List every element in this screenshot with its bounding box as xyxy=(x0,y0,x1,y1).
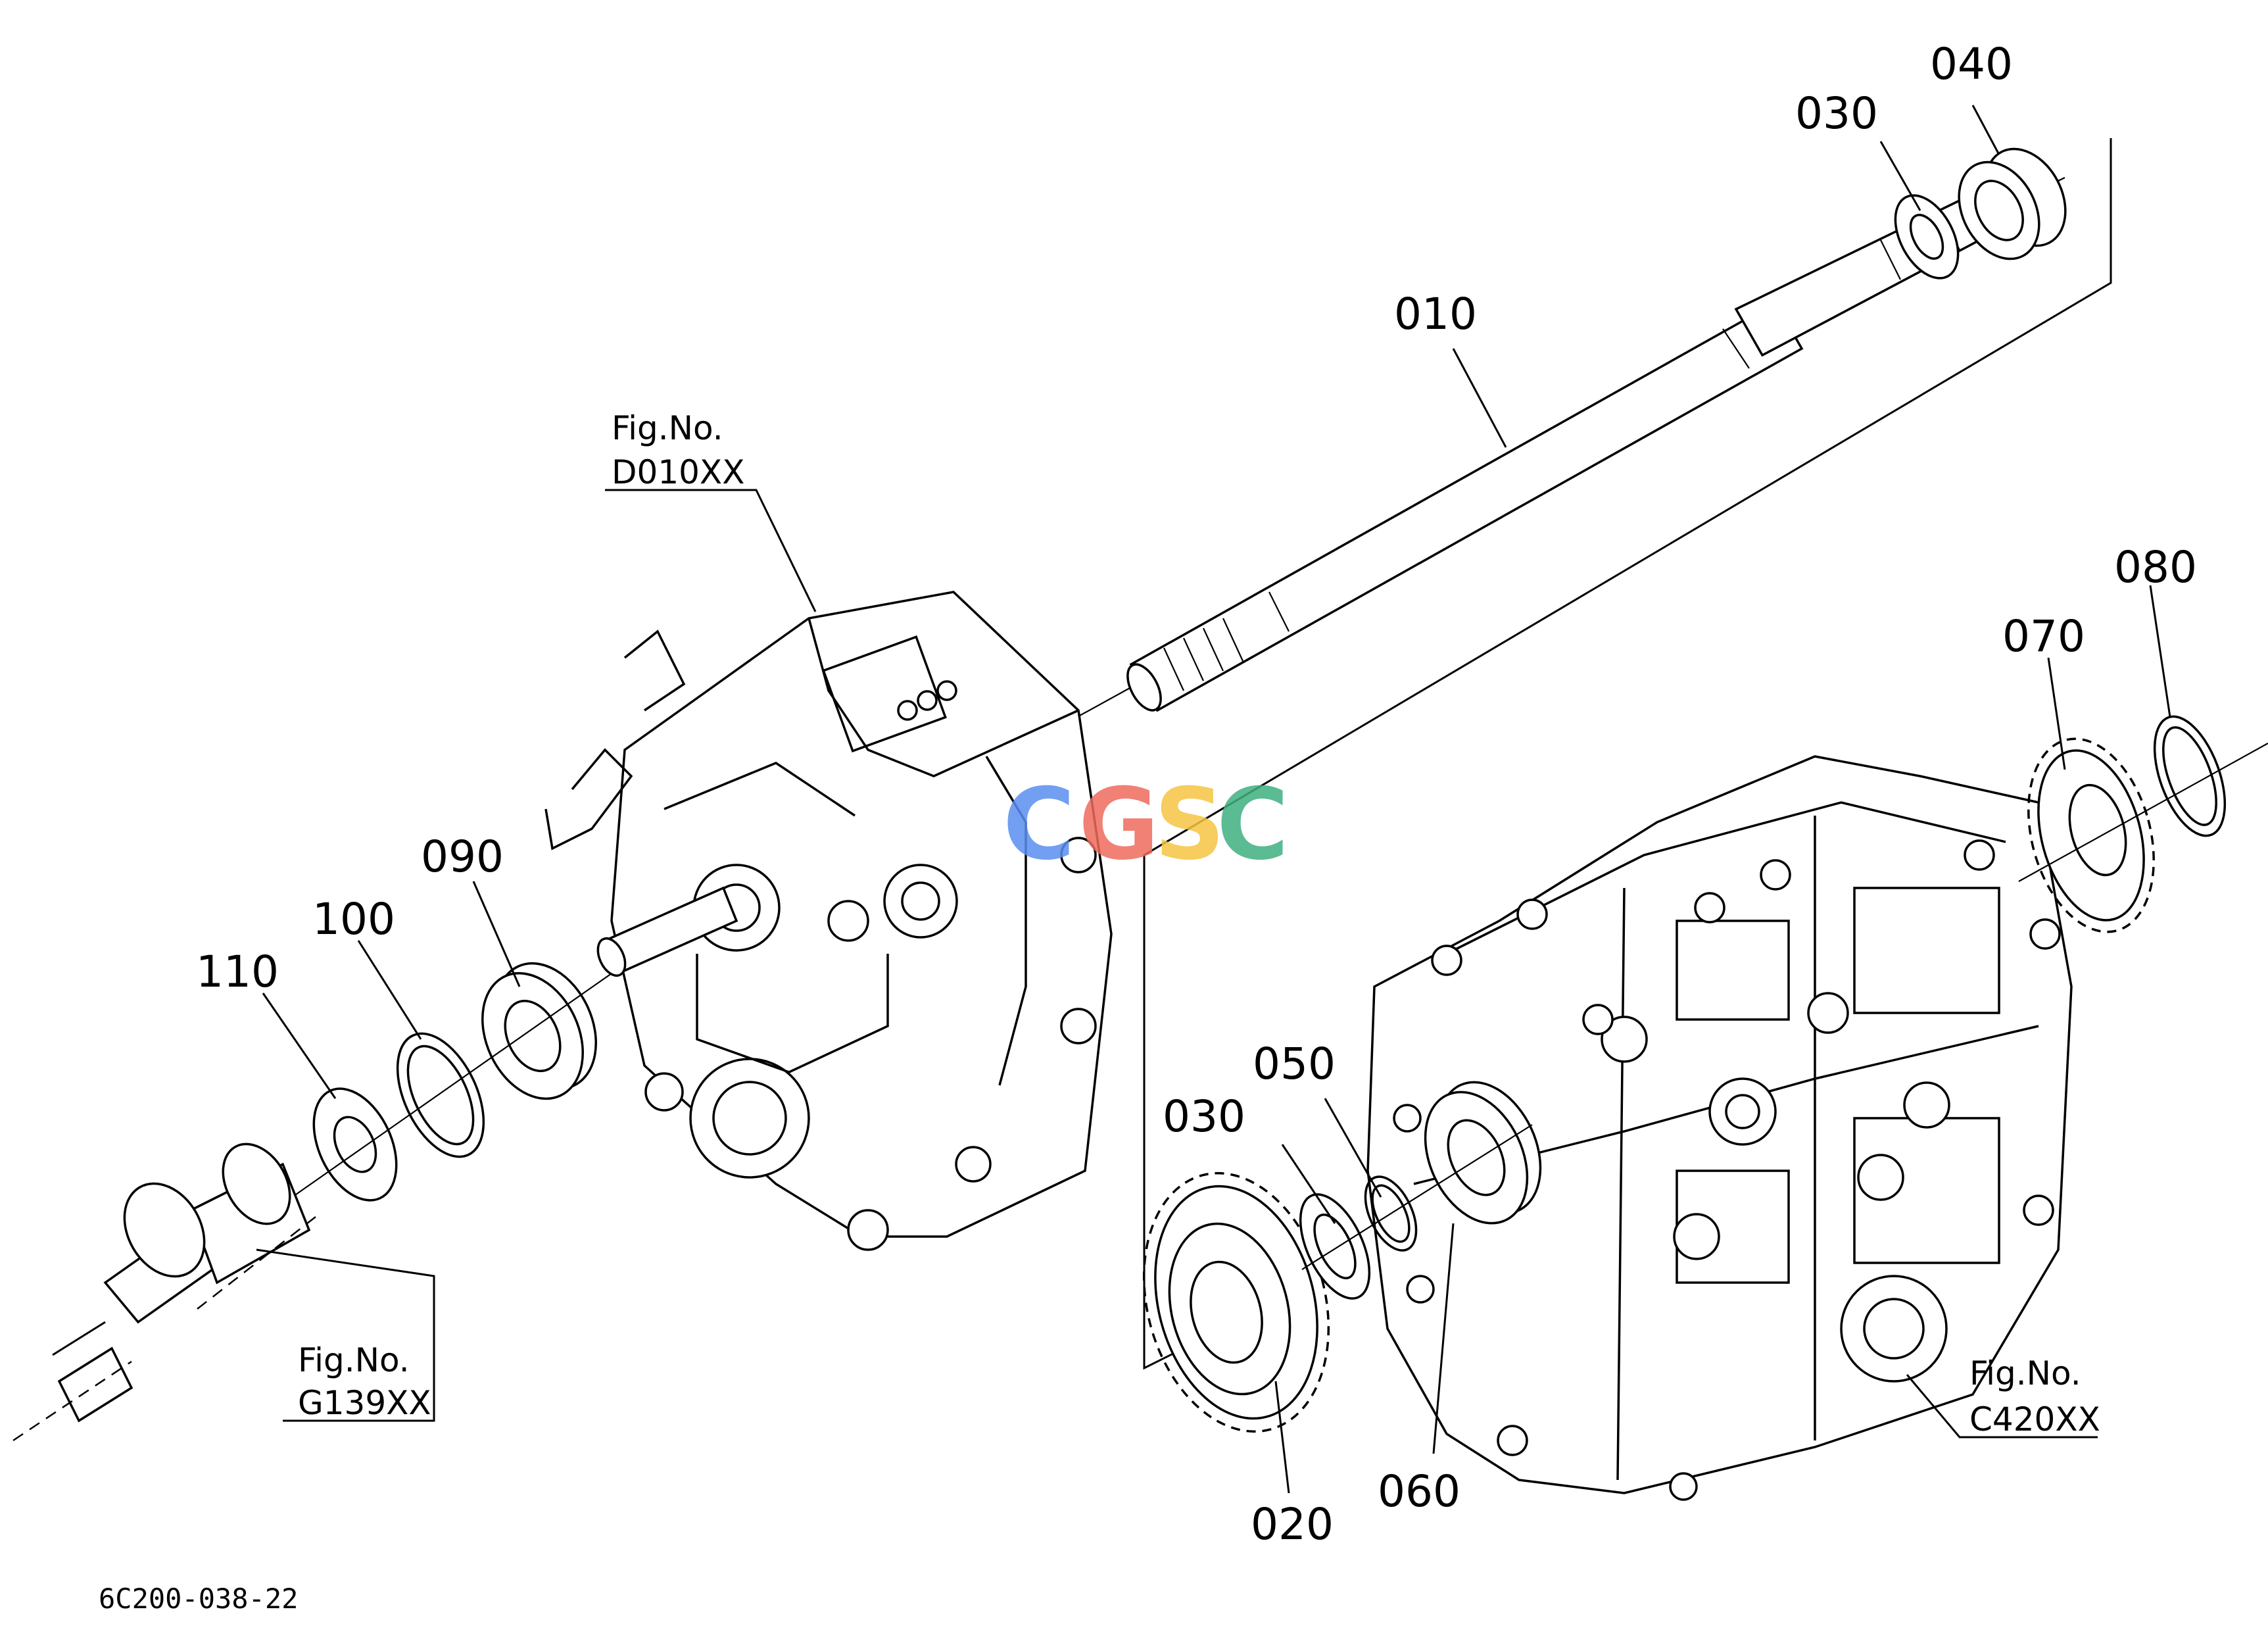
case-c420 xyxy=(1366,755,2073,1501)
mid-axis-line xyxy=(1301,1124,1533,1270)
callout-060: 060 xyxy=(1378,1466,1460,1517)
callout-080: 080 xyxy=(2114,542,2197,593)
fig-ref-c420-code: C420XX xyxy=(1969,1400,2100,1438)
watermark-letter-2: G xyxy=(1078,768,1159,882)
callout-090: 090 xyxy=(421,831,504,882)
washer-030-top xyxy=(1894,194,1960,280)
housing-d010 xyxy=(544,591,1113,1251)
gear-020 xyxy=(1142,1171,1330,1433)
seal-110 xyxy=(312,1087,398,1202)
bearing-060 xyxy=(1424,1081,1542,1225)
watermark-letter-1: C xyxy=(1003,768,1075,882)
figure-ref-c420: Fig.No. C420XX xyxy=(1969,1354,2100,1438)
callout-030-mid: 030 xyxy=(1163,1091,1245,1142)
callout-110: 110 xyxy=(196,946,279,997)
gear-070 xyxy=(2027,737,2155,933)
snap-ring-050 xyxy=(1364,1175,1418,1252)
watermark-letter-4: C xyxy=(1217,768,1289,882)
collar-040 xyxy=(1958,147,2067,260)
fig-ref-g139-prefix: Fig.No. xyxy=(298,1341,410,1379)
callout-050: 050 xyxy=(1253,1039,1336,1089)
callout-020: 020 xyxy=(1251,1499,1334,1550)
figure-ref-d010: Fig.No. D010XX xyxy=(612,409,744,491)
callout-040: 040 xyxy=(1930,39,2013,89)
right-axis-line xyxy=(2018,743,2268,882)
callout-100: 100 xyxy=(312,894,395,945)
fig-ref-c420-prefix: Fig.No. xyxy=(1969,1354,2081,1392)
watermark-logo: C G S C xyxy=(1003,768,1289,882)
callout-010: 010 xyxy=(1394,289,1477,339)
watermark-letter-3: S xyxy=(1154,768,1225,882)
fig-ref-d010-code: D010XX xyxy=(612,453,744,491)
fig-ref-g139-code: G139XX xyxy=(298,1384,431,1422)
callout-070: 070 xyxy=(2002,611,2085,662)
figure-ref-g139: Fig.No. G139XX xyxy=(298,1341,431,1422)
snap-ring-080 xyxy=(2153,715,2227,837)
leader-lines xyxy=(256,105,2171,1494)
drawing-code: 6C200-038-22 xyxy=(99,1583,298,1615)
snap-ring-100 xyxy=(396,1032,485,1158)
callout-030-top: 030 xyxy=(1795,88,1878,139)
fig-ref-d010-prefix: Fig.No. xyxy=(612,409,723,447)
callout-labels: 010 030 040 080 070 090 100 110 050 030 … xyxy=(196,39,2197,1550)
bearing-090 xyxy=(481,962,597,1100)
universal-joint-g139 xyxy=(12,1143,316,1442)
assembly-bracket xyxy=(1143,138,2112,1370)
left-axis-line xyxy=(282,973,612,1204)
